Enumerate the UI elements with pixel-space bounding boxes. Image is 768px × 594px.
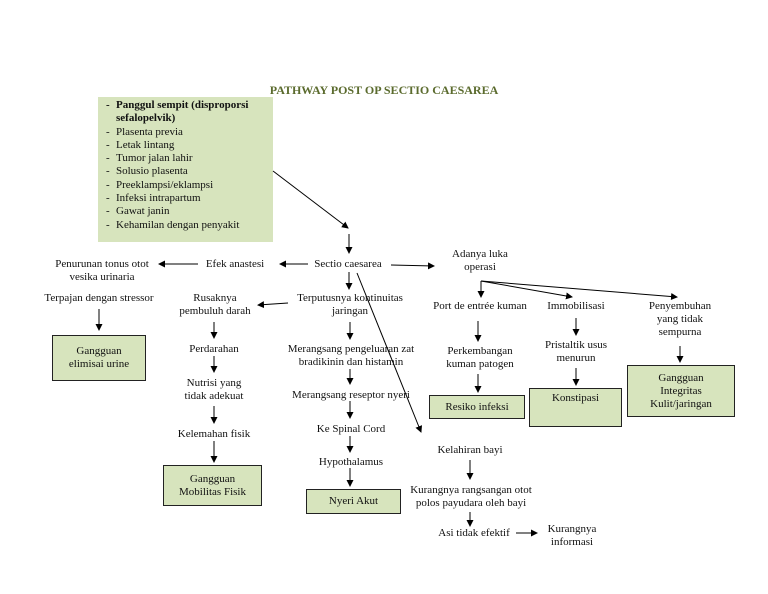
diagnosis-label: Nyeri Akut (328, 495, 379, 507)
node-penurunan-tonus: Penurunan tonus otot vesika urinaria (55, 258, 149, 283)
node-terpajan-stressor: Terpajan dengan stressor (44, 292, 154, 304)
arrow-luka-immobilisasi (480, 280, 573, 300)
diagnosis-gangguan-mobilitas: Gangguan Mobilitas Fisik (163, 465, 262, 506)
cause-item: Tumor jalan lahir (104, 152, 267, 166)
arrow-causes-diagonal (272, 170, 349, 229)
node-perdarahan: Perdarahan (189, 343, 239, 355)
diagnosis-label: Resiko infeksi (445, 400, 509, 413)
node-kelemahan-fisik: Kelemahan fisik (177, 428, 251, 440)
arrow-sectio-kelahiran (356, 272, 423, 433)
cause-item: Panggul sempit (disproporsi sefalopelvik… (104, 99, 267, 126)
node-port-de-entree: Port de entrée kuman (433, 300, 527, 312)
node-luka-operasi: Adanya luka operasi (452, 248, 508, 273)
cause-item: Infeksi intrapartum (104, 192, 267, 206)
node-sectio-caesarea: Sectio caesarea (314, 258, 382, 270)
node-merangsang-reseptor: Merangsang reseptor nyeri (292, 389, 410, 401)
cause-item: Kehamilan dengan penyakit (104, 219, 267, 233)
node-nutrisi: Nutrisi yang tidak adekuat (184, 377, 244, 402)
node-spinal-cord: Ke Spinal Cord (316, 423, 386, 435)
diagnosis-label: Gangguan Mobilitas Fisik (179, 472, 246, 498)
cause-item: Plasenta previa (104, 126, 267, 140)
diagnosis-nyeri-akut: Nyeri Akut (306, 489, 401, 514)
node-terputusnya: Terputusnya kontinuitas jaringan (297, 292, 403, 317)
diagnosis-label: Konstipasi (551, 392, 600, 404)
diagnosis-gangguan-integritas: Gangguan Integritas Kulit/jaringan (627, 365, 735, 417)
node-kurangnya-informasi: Kurangnya informasi (547, 523, 597, 548)
cause-item: Gawat janin (104, 205, 267, 219)
node-merangsang-pengeluaran: Merangsang pengeluaran zat bradikinin da… (287, 343, 415, 368)
diagnosis-label: Gangguan elimisai urine (68, 345, 130, 370)
node-perkembangan-kuman: Perkembangan kuman patogen (446, 345, 514, 370)
diagnosis-gangguan-eliminasi: Gangguan elimisai urine (52, 335, 146, 381)
arrow-terputusnya-rusaknya (257, 301, 289, 309)
node-pristaltik: Pristaltik usus menurun (544, 339, 608, 364)
node-immobilisasi: Immobilisasi (547, 300, 605, 312)
arrow-sectio-luka (390, 262, 435, 270)
node-efek-anastesi: Efek anastesi (205, 258, 265, 270)
cause-item: Solusio plasenta (104, 165, 267, 179)
node-penyembuhan: Penyembuhan yang tidak sempurna (648, 300, 712, 338)
cause-item: Preeklampsi/eklampsi (104, 179, 267, 193)
causes-box: Panggul sempit (disproporsi sefalopelvik… (98, 97, 273, 242)
node-hypothalamus: Hypothalamus (318, 456, 384, 468)
page-title: PATHWAY POST OP SECTIO CAESAREA (269, 83, 499, 97)
arrow-luka-penyembuhan (480, 280, 678, 301)
diagnosis-resiko-infeksi: Resiko infeksi (429, 395, 525, 419)
diagnosis-label: Gangguan Integritas Kulit/jaringan (650, 371, 712, 410)
node-kurangnya-rangsangan: Kurangnya rangsangan otot polos payudara… (410, 484, 532, 509)
cause-item: Letak lintang (104, 139, 267, 153)
node-rusaknya-pembuluh-darah: Rusaknya pembuluh darah (179, 292, 251, 317)
node-kelahiran-bayi: Kelahiran bayi (437, 444, 503, 456)
node-asi-tidak-efektif: Asi tidak efektif (438, 527, 510, 539)
diagnosis-konstipasi: Konstipasi (529, 388, 622, 427)
